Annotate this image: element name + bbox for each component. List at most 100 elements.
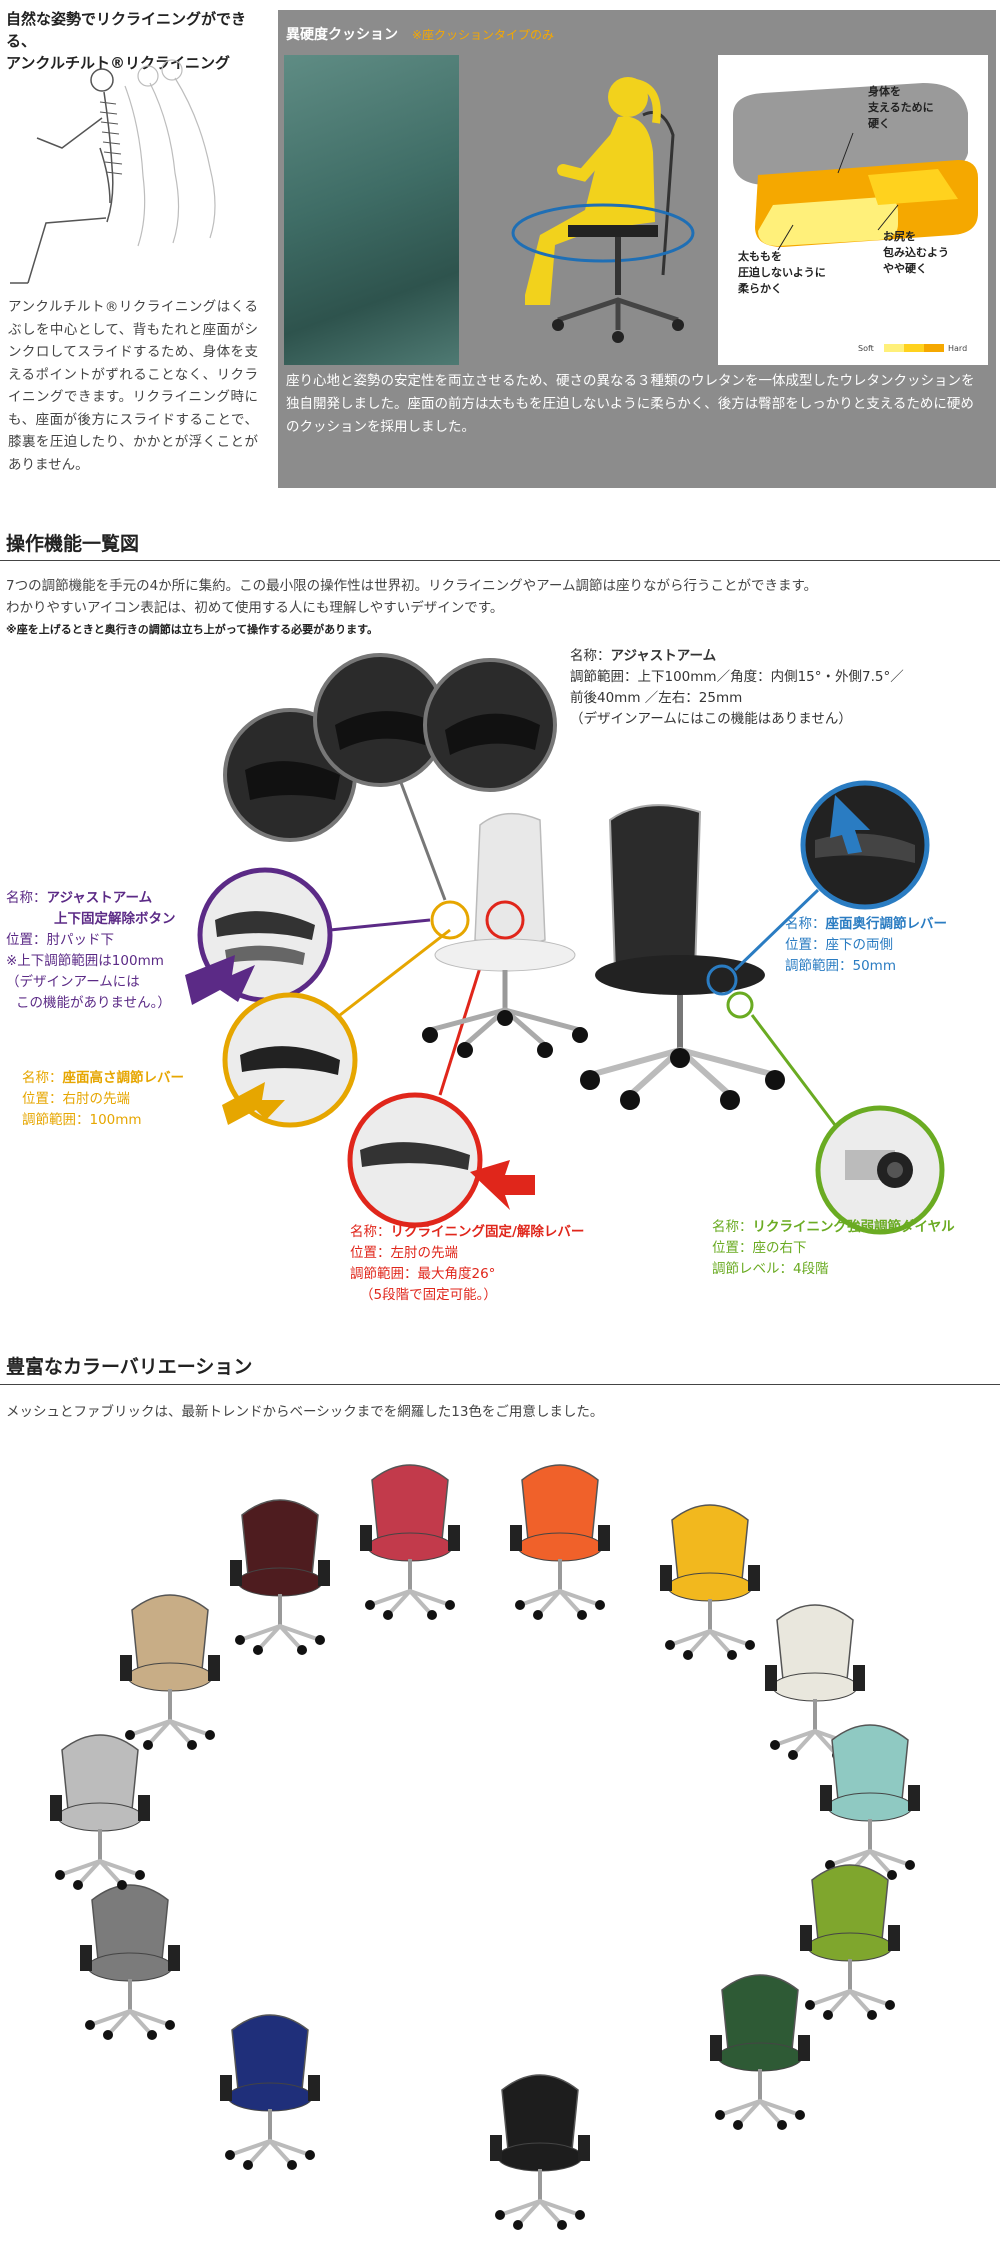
- chair-armrest: [120, 1655, 132, 1681]
- operations-note: ※座を上げるときと奥行きの調節は立ち上がって操作する必要があります。: [6, 623, 379, 636]
- chair-caster: [243, 2160, 253, 2170]
- seat-height-range: 調節範囲：100mm: [22, 1112, 142, 1128]
- chair-caster: [495, 2210, 505, 2220]
- arm-lock-note-1: （デザインアームには: [6, 974, 140, 990]
- chair-caster: [253, 1645, 263, 1655]
- chair-caster: [533, 1610, 543, 1620]
- recline-lever-range: 調節範囲：最大角度26°: [350, 1266, 496, 1282]
- adjust-arm-name: アジャストアーム: [610, 648, 717, 664]
- chair-armrest: [510, 1525, 522, 1551]
- seat-depth-zoom: [733, 780, 930, 972]
- seat-height-zoom: [222, 928, 451, 1128]
- arm-lock-range: ※上下調節範囲は100mm: [6, 953, 164, 969]
- chair-caster: [143, 1740, 153, 1750]
- chair-seat: [497, 2142, 583, 2172]
- chair-caster: [665, 1640, 675, 1650]
- chair-caster: [788, 1750, 798, 1760]
- chair-caster: [305, 2150, 315, 2160]
- ankle-tilt-description: アンクルチルト®リクライニングはくるぶしを中心として、背もたれと座面がシンクロし…: [8, 299, 258, 473]
- color-chair: [710, 1974, 810, 2130]
- color-chair: [220, 2014, 320, 2170]
- tension-dial-label: 名称：リクライニング強弱調節ダイヤル 位置：座の右下 調節レベル：4段階: [712, 1217, 955, 1280]
- chair-seat: [237, 1567, 323, 1597]
- chair-caster: [885, 2000, 895, 2010]
- color-chair: [800, 1864, 900, 2020]
- chair-caster: [85, 2020, 95, 2030]
- seat-height-label: 名称：座面高さ調節レバー 位置：右肘の先端 調節範囲：100mm: [22, 1068, 184, 1131]
- cushion-panel: 異硬度クッション※座クッションタイプのみ 身体を 支えるために: [278, 10, 996, 488]
- color-chair: [360, 1464, 460, 1620]
- adjust-arm-note: （デザインアームにはこの機能はありません）: [570, 711, 852, 727]
- chair-caster: [205, 1730, 215, 1740]
- chair-caster: [147, 2030, 157, 2040]
- ankle-tilt-title-line2: アンクルチルト®リクライニング: [6, 54, 230, 72]
- chair-seat: [667, 1572, 753, 1602]
- diagram-label-soft-1: 太ももを: [737, 249, 782, 263]
- chair-caster: [365, 1600, 375, 1610]
- chair-caster: [905, 1860, 915, 1870]
- chair-caster: [125, 1730, 135, 1740]
- chair-caster: [805, 2000, 815, 2010]
- white-chair-illustration: [422, 812, 588, 1058]
- color-variation-description: メッシュとファブリックは、最新トレンドからベーシックまでを網羅した13色をご用意…: [6, 1404, 604, 1420]
- arm-lock-label: 名称：アジャストアーム 上下固定解除ボタン 位置：肘パッド下 ※上下調節範囲は1…: [6, 888, 176, 1014]
- ankle-tilt-title-line1: 自然な姿勢でリクライニングができる、: [6, 10, 247, 50]
- recline-lever-zoom: [347, 919, 535, 1228]
- chair-caster: [445, 1600, 455, 1610]
- color-variation-divider: [0, 1384, 1000, 1385]
- chair-caster: [187, 1740, 197, 1750]
- chair-armrest: [318, 1560, 330, 1586]
- chair-caster: [823, 2010, 833, 2020]
- operations-diagram: [185, 653, 945, 1235]
- scale-soft-label: Soft: [858, 344, 874, 353]
- diagram-label-hard-1: 身体を: [868, 84, 901, 98]
- chair-caster: [513, 2220, 523, 2230]
- adjust-arm-range: 調節範囲：上下100mm／角度：内側15°・外側7.5°／: [570, 669, 904, 685]
- chair-seat: [57, 1802, 143, 1832]
- color-chair: [50, 1734, 150, 1890]
- diagram-label-hard-3: 硬く: [868, 117, 890, 130]
- chair-caster: [575, 2210, 585, 2220]
- chair-armrest: [748, 1565, 760, 1591]
- chair-base: [229, 2138, 311, 2167]
- tension-dial-level: 調節レベル：4段階: [712, 1261, 829, 1277]
- color-chair: [230, 1499, 330, 1655]
- chair-armrest: [50, 1795, 62, 1821]
- ankle-tilt-section: 自然な姿勢でリクライニングができる、 アンクルチルト®リクライニング: [0, 0, 1000, 495]
- tension-dial-name: リクライニング強弱調節ダイヤル: [752, 1219, 955, 1235]
- chair-seat: [367, 1532, 453, 1562]
- chair-caster: [727, 1650, 737, 1660]
- chair-armrest: [308, 2075, 320, 2101]
- chair-caster: [745, 1640, 755, 1650]
- chair-caster: [235, 1635, 245, 1645]
- operations-section-title: 操作機能一覧図: [6, 533, 140, 555]
- color-chair: [820, 1724, 920, 1880]
- diagram-label-soft-3: 柔らかく: [737, 282, 782, 295]
- chair-armrest: [800, 1925, 812, 1951]
- chair-caster: [795, 2110, 805, 2120]
- chair-armrest: [908, 1785, 920, 1811]
- diagram-label-hard-2: 支えるために: [867, 100, 934, 114]
- seat-depth-range: 調節範囲：50mm: [785, 958, 896, 974]
- seat-depth-name-prefix: 名称：: [785, 916, 826, 932]
- chair-base: [89, 2008, 171, 2037]
- cushion-note: ※座クッションタイプのみ: [412, 28, 555, 42]
- arm-lock-name-prefix: 名称：: [6, 890, 47, 906]
- chair-ring: [50, 1464, 920, 2230]
- chair-armrest: [598, 1525, 610, 1551]
- chair-armrest: [888, 1925, 900, 1951]
- adjust-arm-range-2: 前後40mm ／左右：25mm: [570, 690, 743, 706]
- chair-caster: [73, 1880, 83, 1890]
- diagram-label-mid-1: お尻を: [883, 230, 916, 243]
- chair-armrest: [220, 2075, 232, 2101]
- recline-lever-label: 名称：リクライニング固定/解除レバー 位置：左肘の先端 調節範囲：最大角度26°…: [350, 1222, 584, 1306]
- chair-caster: [55, 1870, 65, 1880]
- chair-base: [809, 1988, 891, 2017]
- chair-armrest: [230, 1560, 242, 1586]
- chair-base: [499, 2198, 581, 2227]
- arm-lock-zoom: [185, 867, 431, 1005]
- chair-caster: [515, 1600, 525, 1610]
- chair-caster: [770, 1740, 780, 1750]
- chair-caster: [225, 2150, 235, 2160]
- arm-lock-position: 位置：肘パッド下: [6, 932, 114, 948]
